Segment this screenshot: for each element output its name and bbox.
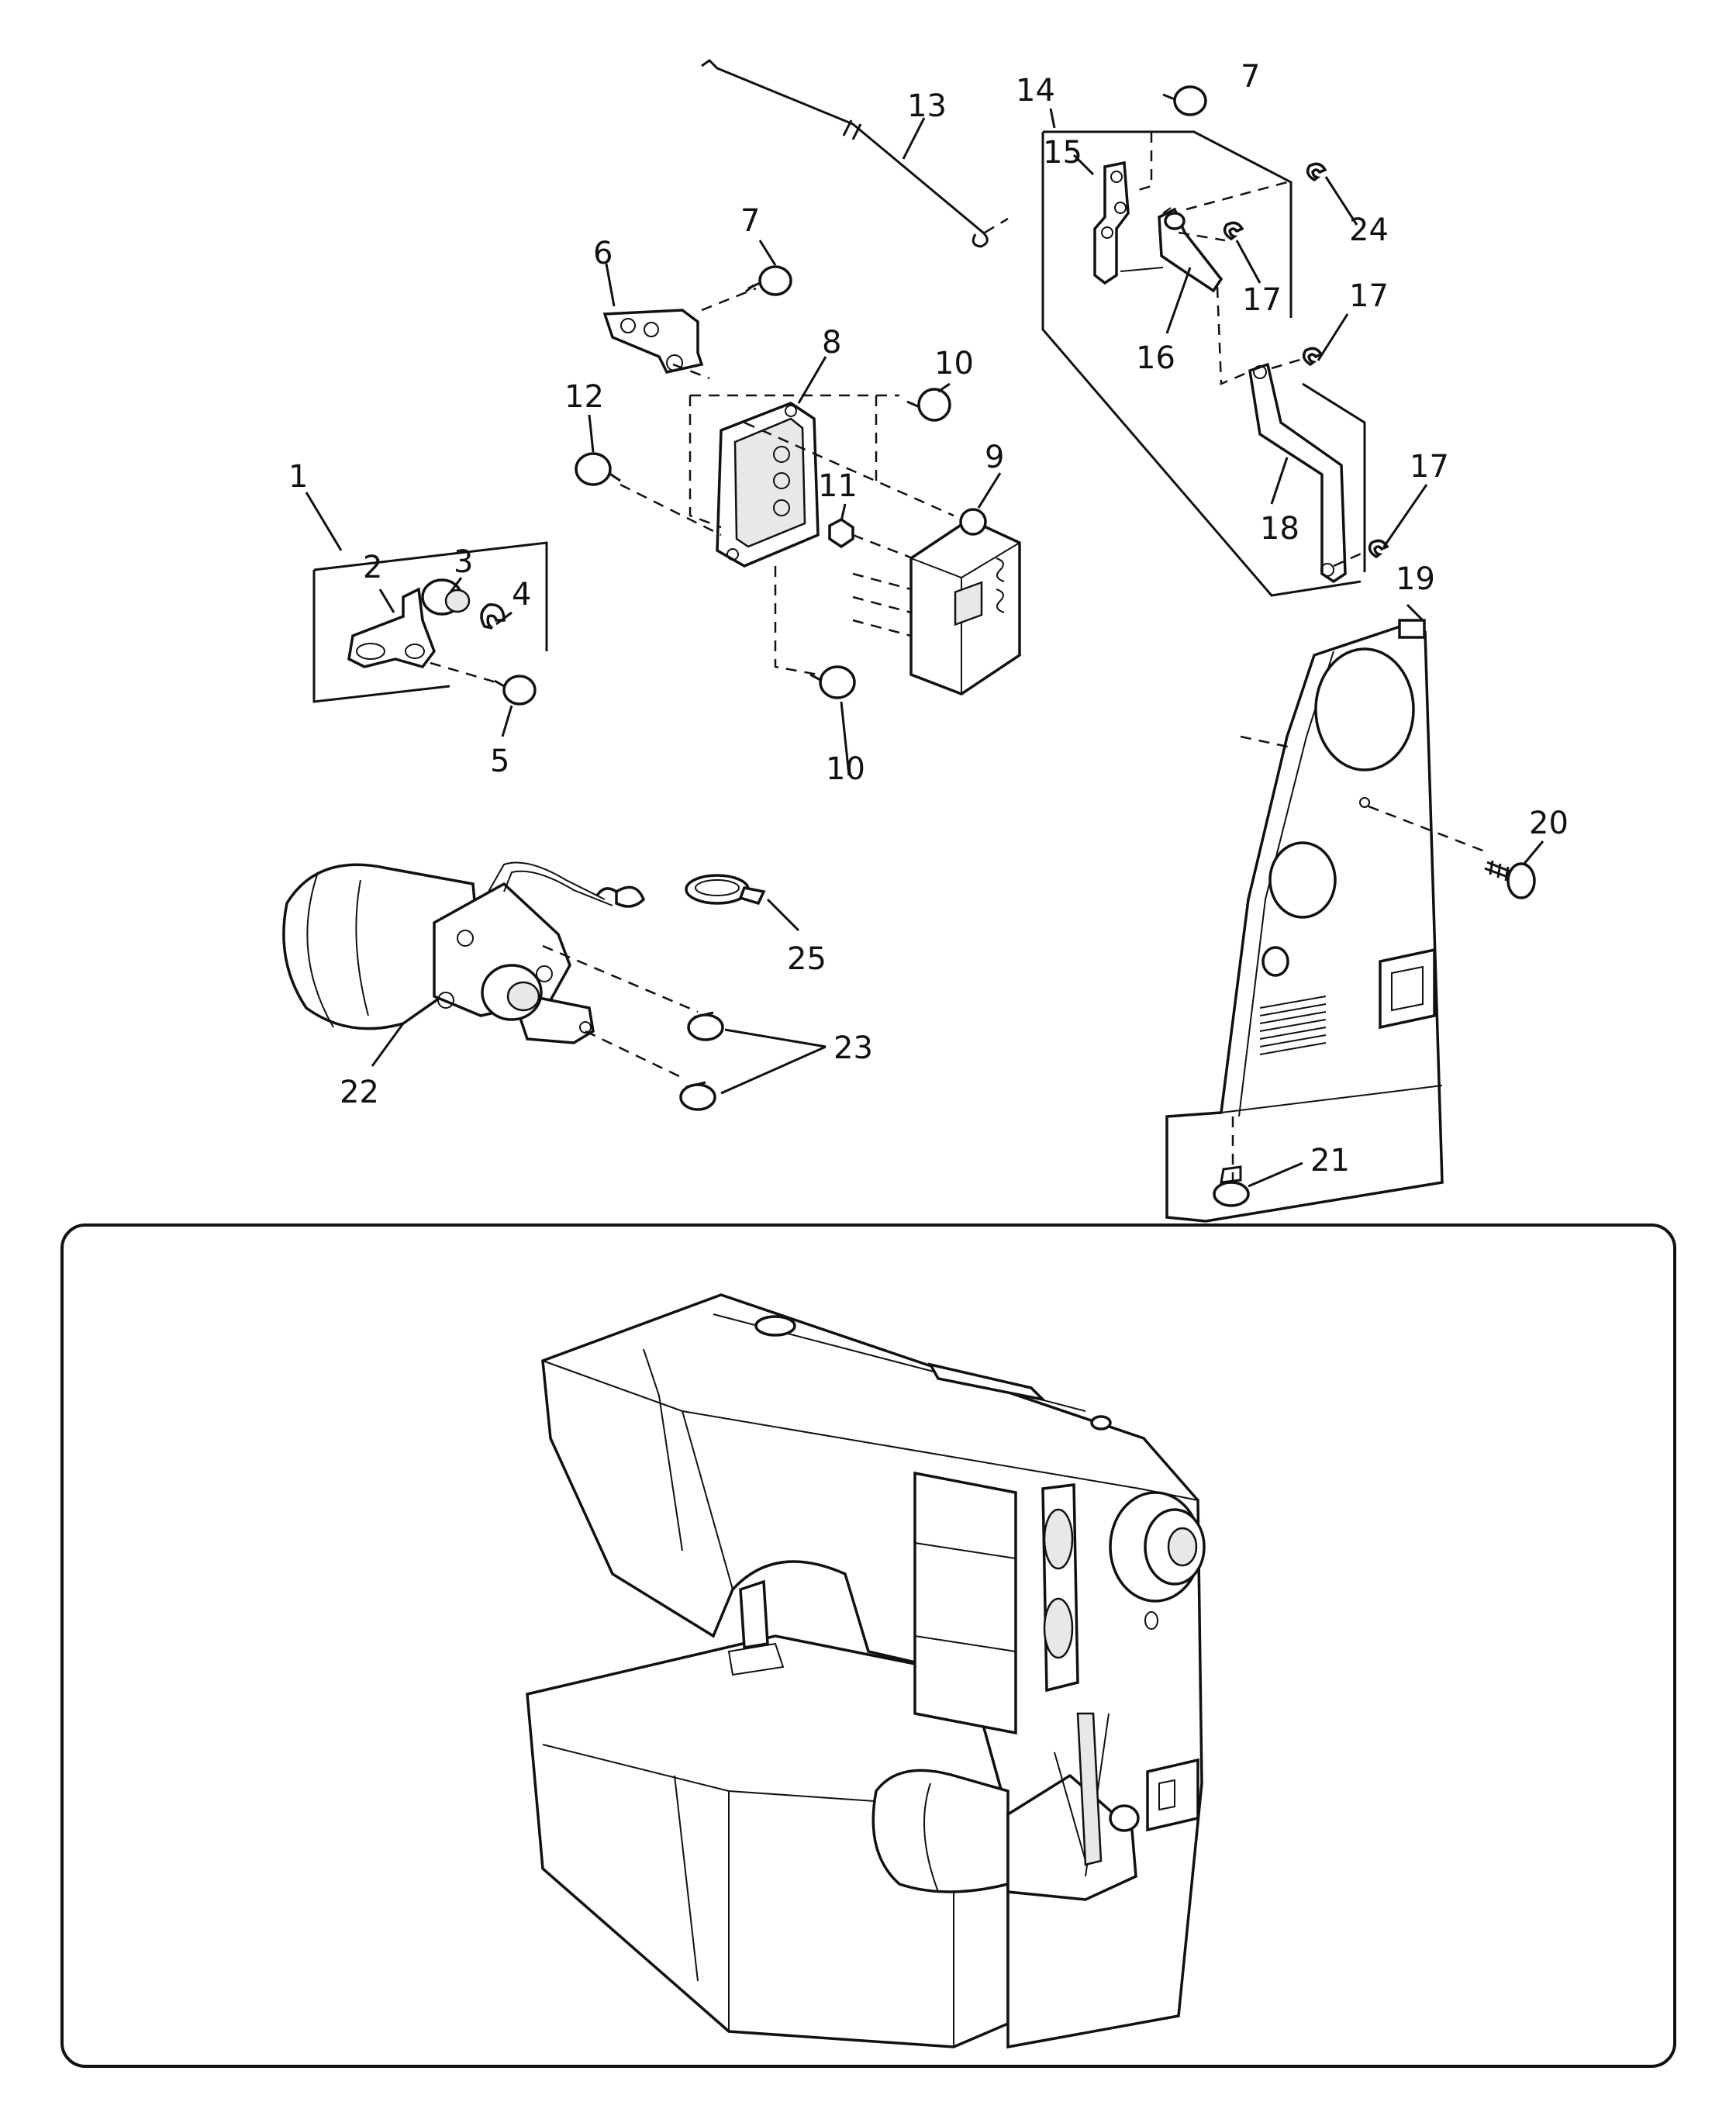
clip-17c: [1368, 539, 1389, 559]
callout-5: 5: [490, 744, 509, 779]
part-9-switch-box: [852, 508, 1021, 695]
callout-9: 9: [985, 440, 1004, 475]
callout-17c: 17: [1410, 449, 1449, 485]
callout-labels: 1 2 3 4 5 6 7 7 8 9 10 10 11 12 13 14 15…: [288, 59, 1569, 1179]
part-22-motor: [282, 861, 699, 1079]
screw-10b: [809, 665, 856, 699]
leader-lines: [305, 108, 1544, 1188]
screw-5: [494, 675, 537, 706]
callout-19: 19: [1396, 561, 1435, 597]
callout-12: 12: [564, 379, 604, 415]
callout-10a: 10: [934, 346, 974, 381]
clip-17b: [1302, 347, 1324, 367]
screw-20: [1484, 860, 1536, 899]
part-13-wire: [701, 59, 1009, 248]
part-25-cord-band: [685, 874, 766, 906]
sewing-machine-illustration: [526, 1293, 1206, 2049]
screw-10a: [906, 388, 951, 422]
screw-21: [1213, 1165, 1250, 1207]
callout-14: 14: [1016, 73, 1055, 109]
callout-25: 25: [787, 941, 827, 977]
callout-7b: 7: [1241, 59, 1260, 95]
callout-6: 6: [593, 236, 613, 271]
clip-17a: [1223, 221, 1244, 241]
callout-3: 3: [454, 544, 473, 580]
part-19-side-panel: [1165, 619, 1489, 1223]
callout-17a: 17: [1242, 282, 1282, 318]
callout-17b: 17: [1349, 278, 1389, 314]
callout-20: 20: [1529, 806, 1569, 841]
screw-7a: [745, 265, 792, 296]
callout-21: 21: [1310, 1143, 1350, 1179]
panel-vent: [1259, 996, 1327, 1055]
clip-24: [1306, 162, 1327, 182]
part-8-frame: [689, 394, 954, 676]
callout-8: 8: [822, 325, 841, 361]
screw-12: [575, 452, 722, 537]
callout-7a: 7: [740, 203, 760, 239]
screw-23a: [687, 1011, 724, 1041]
part-14-assembly: [1041, 130, 1366, 597]
callout-15: 15: [1043, 135, 1082, 171]
callout-24: 24: [1349, 212, 1389, 248]
callout-10b: 10: [826, 751, 865, 787]
screw-23b: [679, 1081, 716, 1111]
screw-7b: [1162, 85, 1207, 116]
callout-2: 2: [363, 550, 382, 585]
inset-frame: [60, 1223, 1676, 2068]
part-1-assembly: [312, 541, 548, 703]
callout-1: 1: [288, 459, 308, 495]
callout-18: 18: [1260, 511, 1299, 547]
callout-11: 11: [818, 468, 858, 504]
callout-4: 4: [512, 577, 531, 613]
part-6-bracket: [602, 287, 757, 380]
callout-16: 16: [1136, 340, 1175, 376]
callout-23: 23: [833, 1030, 873, 1066]
callout-22: 22: [340, 1075, 379, 1110]
nut-11: [828, 517, 923, 564]
callout-13: 13: [907, 88, 947, 124]
